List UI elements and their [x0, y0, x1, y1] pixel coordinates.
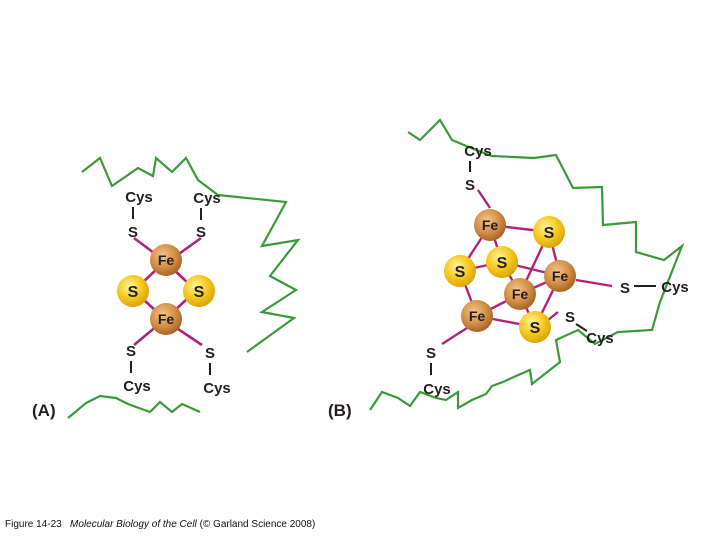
panel-a-label: (A) [32, 401, 56, 420]
fe-label-b-2: Fe [512, 286, 529, 302]
panel-b: Fe S Fe S S Fe Fe S Cys S S Cys S Cys S … [328, 118, 689, 420]
cys-label-a-top-right: Cys [193, 190, 221, 207]
fe-atom-b-3 [544, 260, 576, 292]
backbone-a-bottom [67, 394, 201, 419]
fe-atom-b-4 [461, 300, 493, 332]
fe-atom-a-top [150, 244, 182, 276]
s-label-a-top-left: S [128, 224, 138, 241]
fe-label-b-4: Fe [469, 308, 486, 324]
fe-atom-b-2 [504, 278, 536, 310]
cys-label-a-bottom-left: Cys [123, 378, 151, 395]
s-label-a-right: S [194, 284, 205, 301]
cys-label-b-top: Cys [464, 143, 492, 160]
s-label-a-bottom-right: S [205, 345, 215, 362]
backbone-a-top [81, 155, 301, 353]
cys-label-b-lower-right: Cys [586, 330, 614, 347]
caption-suffix: (© Garland Science 2008) [199, 519, 316, 530]
s-atom-b-2 [486, 246, 518, 278]
fe-label-b-3: Fe [552, 268, 569, 284]
s-label-b-bottom: S [426, 345, 436, 362]
cys-label-a-bottom-right: Cys [203, 380, 231, 397]
s-atom-b-3 [444, 255, 476, 287]
figure-caption: Figure 14-23 Molecular Biology of the Ce… [5, 519, 315, 530]
backbone-b-top [369, 118, 685, 411]
s-label-b-2: S [497, 255, 508, 272]
s-label-b-right: S [620, 280, 630, 297]
s-atom-a-right [183, 275, 215, 307]
s-atom-b-4 [519, 311, 551, 343]
panel-a: Fe S S Fe Cys S Cys S S Cys S Cys (A) [32, 155, 301, 420]
s-label-b-top: S [465, 177, 475, 194]
s-label-a-left: S [128, 284, 139, 301]
bond-line-b-lower-right [575, 323, 588, 332]
s-label-b-lower-right: S [565, 309, 575, 326]
fe-label-a-bottom: Fe [158, 311, 175, 327]
s-label-b-1: S [544, 225, 555, 242]
fe-atom-a-bottom [150, 303, 182, 335]
s-label-a-top-right: S [196, 224, 206, 241]
s-label-b-4: S [530, 320, 541, 337]
s-label-a-bottom-left: S [126, 343, 136, 360]
caption-title: Molecular Biology of the Cell [70, 519, 197, 530]
fe-atom-b-1 [474, 209, 506, 241]
caption-prefix: Figure 14-23 [5, 519, 62, 530]
cys-label-b-bottom: Cys [423, 381, 451, 398]
cys-label-a-top-left: Cys [125, 189, 153, 206]
fe-label-b-1: Fe [482, 217, 499, 233]
s-label-b-3: S [455, 264, 466, 281]
fe-label-a-top: Fe [158, 252, 175, 268]
s-atom-b-1 [533, 216, 565, 248]
panel-b-label: (B) [328, 401, 352, 420]
cys-label-b-right: Cys [661, 279, 689, 296]
s-atom-a-left [117, 275, 149, 307]
